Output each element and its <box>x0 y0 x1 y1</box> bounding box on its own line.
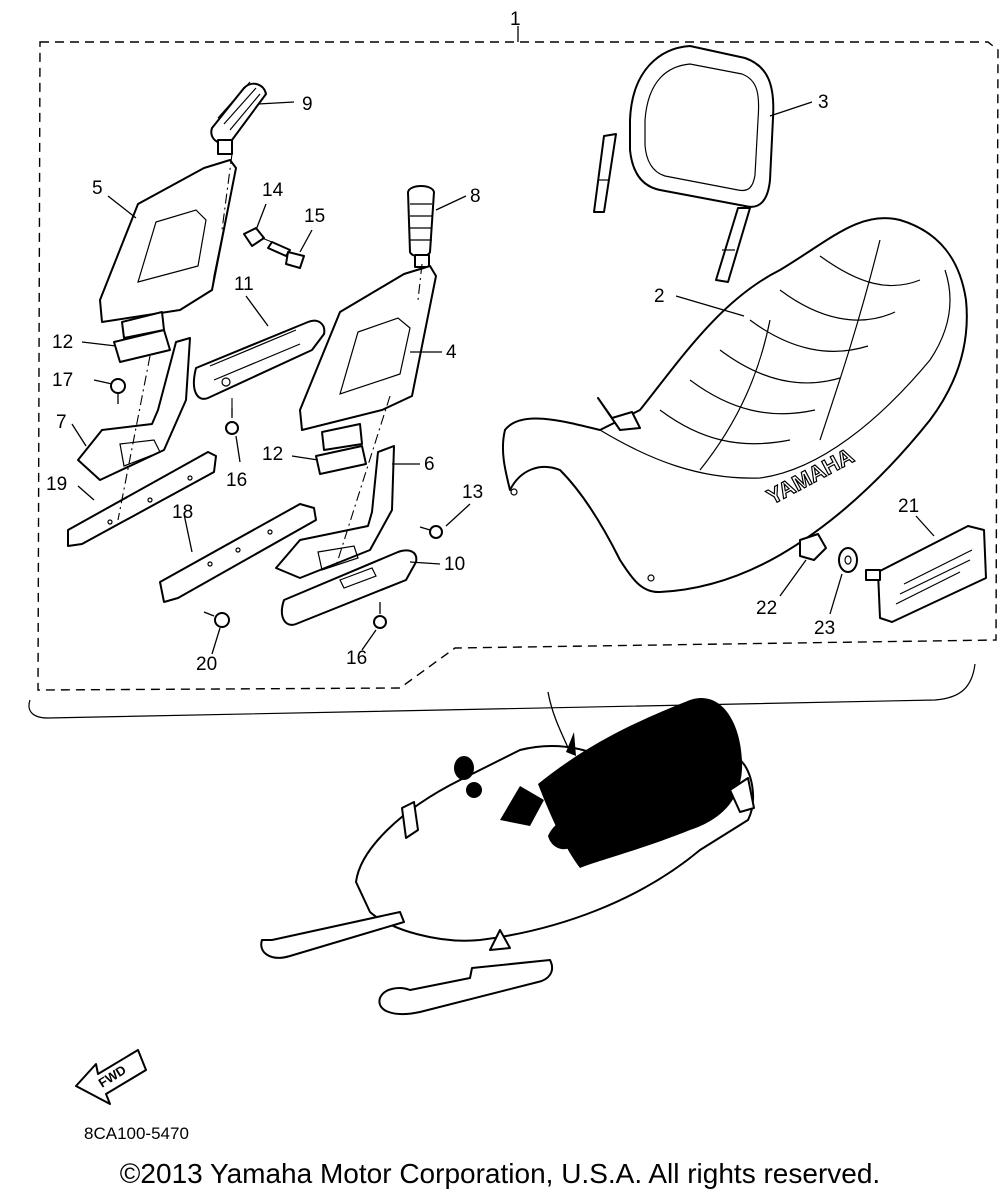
screw-13 <box>419 525 443 539</box>
stay-left <box>77 337 191 481</box>
callout-19: 19 <box>46 474 67 495</box>
screw-16-upper <box>225 408 239 435</box>
copyright-notice: ©2013 Yamaha Motor Corporation, U.S.A. A… <box>119 1158 881 1189</box>
callout-11: 11 <box>234 274 254 295</box>
grip-left <box>210 81 267 155</box>
callout-3: 3 <box>818 92 829 113</box>
reflector <box>865 525 987 623</box>
spacer-right <box>315 423 367 475</box>
callout-17: 17 <box>52 370 73 391</box>
assembly-guide-lines <box>117 153 423 567</box>
washer-23 <box>838 547 858 573</box>
bolt-17 <box>110 378 126 404</box>
callout-4: 4 <box>446 342 457 363</box>
callout-16b: 16 <box>346 648 367 669</box>
armrest-right <box>280 549 418 626</box>
callout-5: 5 <box>92 178 103 199</box>
bracket-left <box>99 159 237 323</box>
callout-2: 2 <box>654 286 665 307</box>
callout-15: 15 <box>304 206 325 227</box>
callout-22: 22 <box>756 598 777 619</box>
callout-1: 1 <box>510 9 521 30</box>
collar-14 <box>243 227 265 247</box>
drawing-code: 8CA100-5470 <box>84 1124 189 1143</box>
snowmobile-illustration <box>260 698 755 1016</box>
bolt-20 <box>203 611 230 628</box>
callout-14: 14 <box>262 180 284 201</box>
bolt-15 <box>267 241 305 269</box>
callout-7: 7 <box>56 412 67 433</box>
leader-lines <box>71 101 935 655</box>
callout-20: 20 <box>196 654 217 675</box>
bracket-right <box>299 265 437 431</box>
callout-12b: 12 <box>262 444 283 465</box>
plate-19 <box>67 451 217 547</box>
callout-18: 18 <box>172 502 193 523</box>
callout-21: 21 <box>898 496 919 517</box>
seat: YAMAHA <box>501 217 968 594</box>
callout-10: 10 <box>444 554 465 575</box>
plate-18 <box>159 503 317 603</box>
nut-22 <box>799 533 827 561</box>
callout-6: 6 <box>424 454 435 475</box>
callout-12a: 12 <box>52 332 73 353</box>
pointer-arrow <box>547 691 576 756</box>
grip-right <box>407 185 435 268</box>
callout-labels: 1 9 3 5 14 8 15 11 2 12 4 17 7 12 6 16 1… <box>46 9 919 675</box>
callout-13: 13 <box>462 482 483 503</box>
assembly-boundary <box>28 26 999 719</box>
spacer-left <box>113 311 171 363</box>
callout-23: 23 <box>814 618 835 639</box>
callout-8: 8 <box>470 186 481 207</box>
screw-16-lower <box>373 602 387 629</box>
armrest-left <box>192 319 326 400</box>
fwd-arrow-icon: FWD <box>75 1049 147 1105</box>
callout-16a: 16 <box>226 470 247 491</box>
stay-right <box>275 445 395 579</box>
callout-9: 9 <box>302 94 313 115</box>
backrest <box>593 45 775 283</box>
